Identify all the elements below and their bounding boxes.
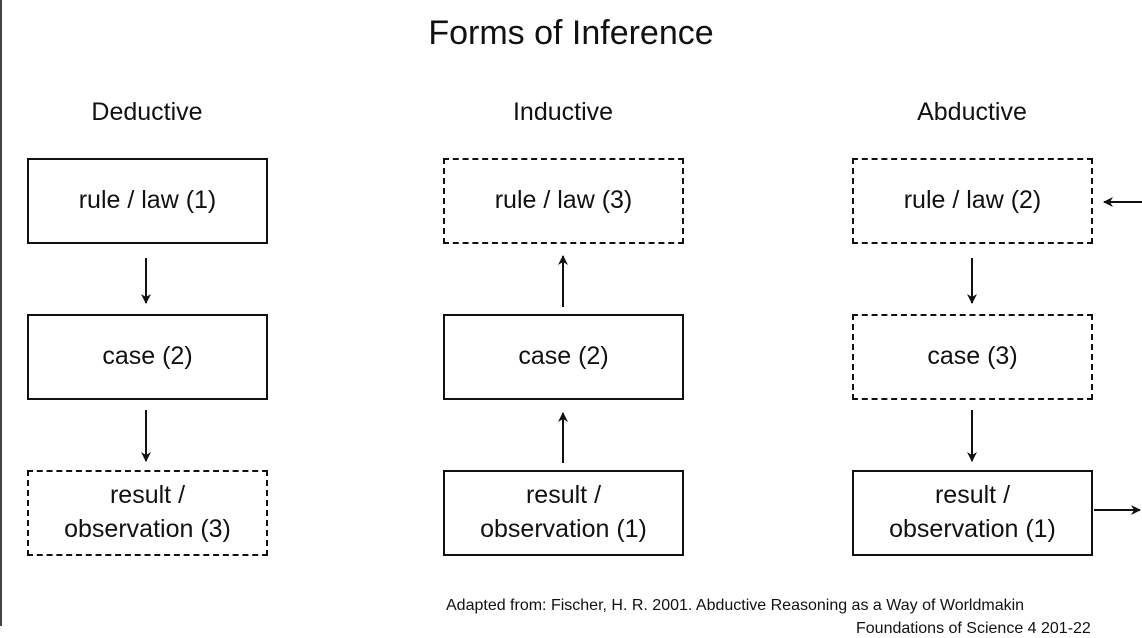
- abductive-result-box: result / observation (1): [852, 470, 1093, 556]
- citation-text-line2: Foundations of Science 4 201-22: [856, 620, 1091, 637]
- deductive-case-box: case (2): [27, 314, 268, 400]
- deductive-result-box: result / observation (3): [27, 470, 268, 556]
- box-label: case (2): [518, 342, 609, 371]
- inductive-rule-law-box: rule / law (3): [443, 158, 684, 244]
- box-label-line2: observation (1): [480, 515, 647, 543]
- abductive-rule-law-box: rule / law (2): [852, 158, 1093, 244]
- deductive-rule-law-box: rule / law (1): [27, 158, 268, 244]
- box-label: rule / law (3): [494, 186, 633, 215]
- inductive-result-box: result / observation (1): [443, 470, 684, 556]
- heading-deductive: Deductive: [91, 98, 203, 126]
- box-label-line1: result /: [525, 481, 602, 510]
- citation-text: Adapted from: Fischer, H. R. 2001. Abduc…: [446, 597, 1025, 614]
- inductive-case-box: case (2): [443, 314, 684, 400]
- box-label-line2: observation (3): [64, 515, 231, 543]
- box-label-line2: observation (1): [889, 515, 1056, 543]
- box-label: rule / law (2): [903, 186, 1042, 215]
- left-border-line: [0, 0, 2, 626]
- box-label: case (2): [102, 342, 193, 371]
- heading-abductive: Abductive: [917, 98, 1027, 126]
- heading-inductive: Inductive: [512, 98, 614, 126]
- box-label: rule / law (1): [78, 186, 217, 215]
- box-label: case (3): [927, 342, 1018, 371]
- diagram-title: Forms of Inference: [428, 14, 714, 52]
- abductive-case-box: case (3): [852, 314, 1093, 400]
- box-label-line1: result /: [109, 481, 186, 510]
- box-label-line1: result /: [934, 481, 1011, 510]
